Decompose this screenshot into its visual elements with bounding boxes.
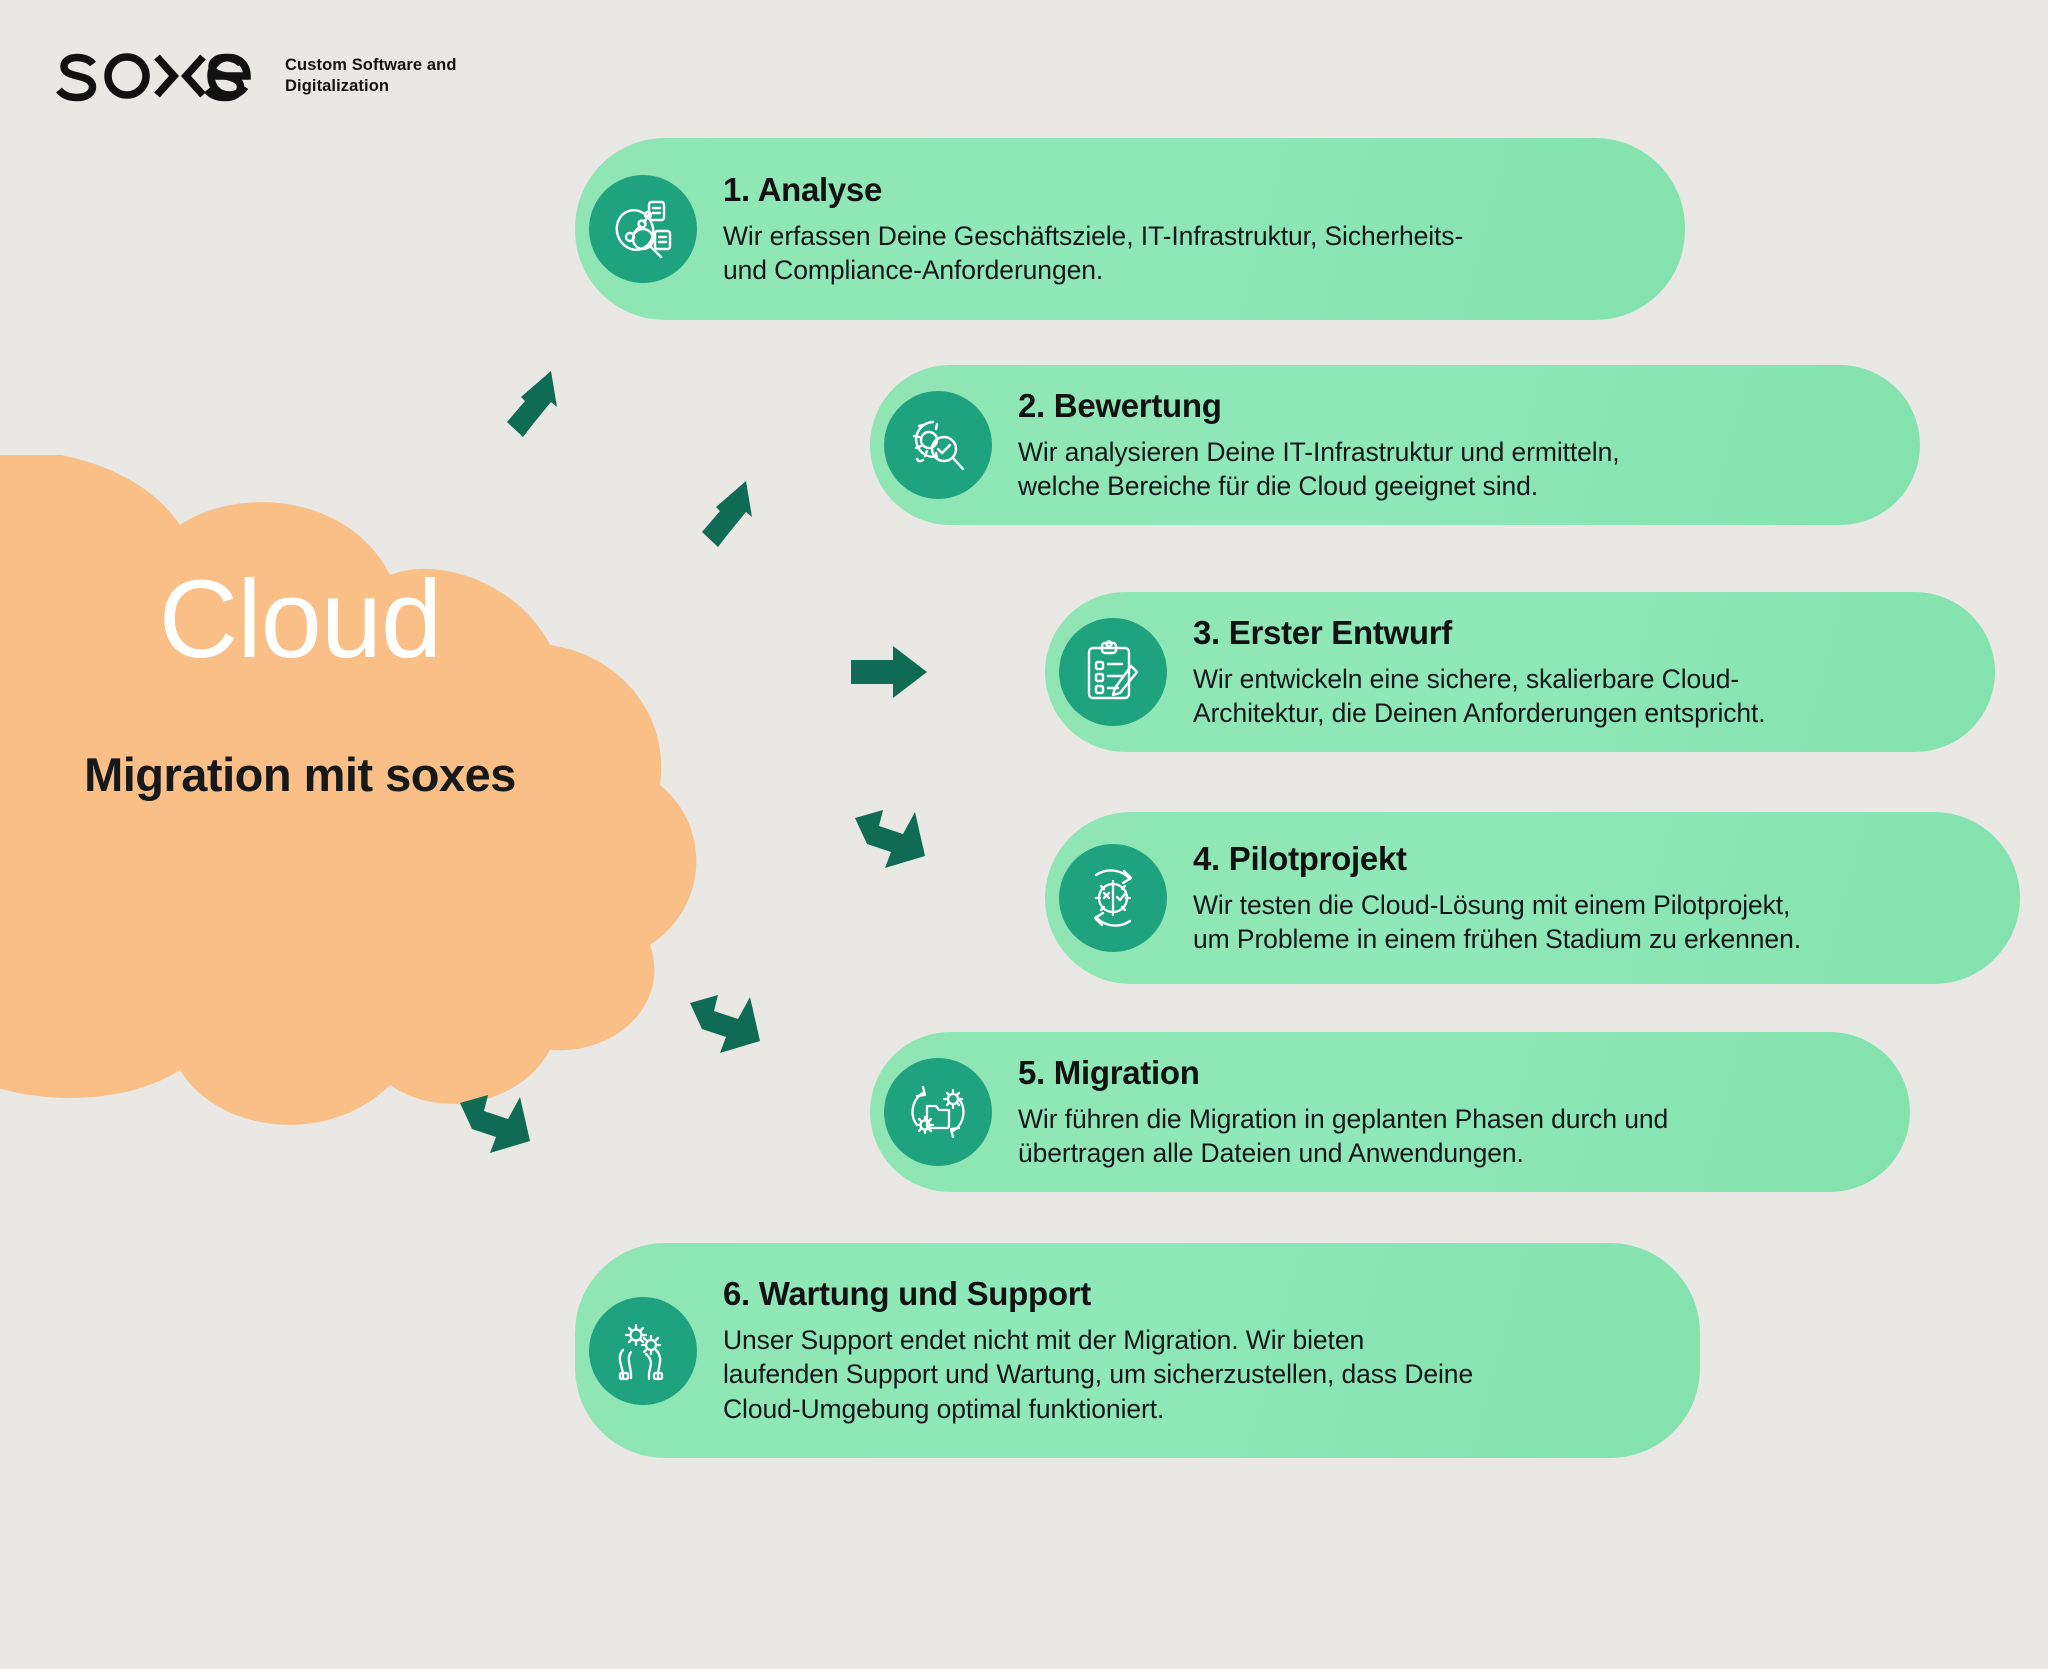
arrow-to-step-3-icon bbox=[851, 646, 927, 698]
cloud-graphic: Cloud Migration mit soxes bbox=[0, 455, 740, 1155]
soxes-wordmark-icon bbox=[56, 53, 251, 102]
step-3-title: 3. Erster Entwurf bbox=[1193, 613, 1452, 651]
step-card-5[interactable]: 5. Migration Wir führen die Migration in… bbox=[870, 1032, 1910, 1192]
step-4-icon-circle bbox=[1059, 844, 1167, 952]
step-4-body: 4. Pilotprojekt Wir testen die Cloud-Lös… bbox=[1167, 840, 1831, 957]
arrow-to-step-2-icon bbox=[702, 481, 752, 547]
step-4-description: Wir testen die Cloud-Lösung mit einem Pi… bbox=[1193, 889, 1801, 954]
step-5-icon-circle bbox=[884, 1058, 992, 1166]
step-card-3[interactable]: 3. Erster Entwurf Wir entwickeln eine si… bbox=[1045, 592, 1995, 752]
step-2-description: Wir analysieren Deine IT-Infrastruktur u… bbox=[1018, 436, 1620, 501]
step-2-body: 2. Bewertung Wir analysieren Deine IT-In… bbox=[992, 387, 1649, 504]
step-card-1[interactable]: 1. Analyse Wir erfassen Deine Geschäftsz… bbox=[575, 138, 1685, 320]
step-6-description: Unser Support endet nicht mit der Migrat… bbox=[723, 1324, 1474, 1424]
arrow-to-step-6-icon bbox=[460, 1095, 530, 1153]
step-2-icon-circle bbox=[884, 391, 992, 499]
step-3-body: 3. Erster Entwurf Wir entwickeln eine si… bbox=[1167, 614, 1796, 731]
step-2-title: 2. Bewertung bbox=[1018, 386, 1222, 424]
step-3-description: Wir entwickeln eine sichere, skalierbare… bbox=[1193, 663, 1766, 728]
magnifier-network-documents-icon bbox=[615, 200, 672, 259]
folder-gears-sync-icon bbox=[911, 1085, 965, 1139]
gear-test-cycle-icon bbox=[1093, 869, 1133, 927]
brand-tagline: Custom Software and Digitalization bbox=[285, 55, 457, 95]
cloud-shape-icon bbox=[0, 455, 697, 1125]
step-1-title: 1. Analyse bbox=[723, 170, 883, 208]
step-card-2[interactable]: 2. Bewertung Wir analysieren Deine IT-In… bbox=[870, 365, 1920, 525]
step-6-icon-circle bbox=[589, 1296, 697, 1405]
step-5-body: 5. Migration Wir führen die Migration in… bbox=[992, 1054, 1698, 1171]
arrow-to-step-5-icon bbox=[690, 995, 760, 1053]
step-card-4[interactable]: 4. Pilotprojekt Wir testen die Cloud-Lös… bbox=[1045, 812, 2020, 984]
gear-magnifier-check-icon bbox=[912, 420, 965, 471]
step-5-description: Wir führen die Migration in geplanten Ph… bbox=[1018, 1103, 1669, 1168]
step-6-title: 6. Wartung und Support bbox=[723, 1274, 1091, 1312]
brand-logo: Custom Software and Digitalization bbox=[52, 48, 457, 104]
step-5-title: 5. Migration bbox=[1018, 1053, 1200, 1091]
step-card-6[interactable]: 6. Wartung und Support Unser Support end… bbox=[575, 1243, 1700, 1458]
arrow-to-step-4-icon bbox=[855, 810, 925, 868]
clipboard-checklist-pen-icon bbox=[1087, 640, 1139, 700]
hands-holding-gears-icon bbox=[618, 1323, 664, 1380]
step-3-icon-circle bbox=[1059, 618, 1167, 726]
step-4-title: 4. Pilotprojekt bbox=[1193, 839, 1407, 877]
step-1-description: Wir erfassen Deine Geschäftsziele, IT-In… bbox=[723, 220, 1464, 285]
step-6-body: 6. Wartung und Support Unser Support end… bbox=[697, 1275, 1503, 1426]
step-1-body: 1. Analyse Wir erfassen Deine Geschäftsz… bbox=[697, 171, 1493, 288]
arrow-to-step-1-icon bbox=[507, 371, 557, 437]
step-1-icon-circle bbox=[589, 175, 697, 283]
